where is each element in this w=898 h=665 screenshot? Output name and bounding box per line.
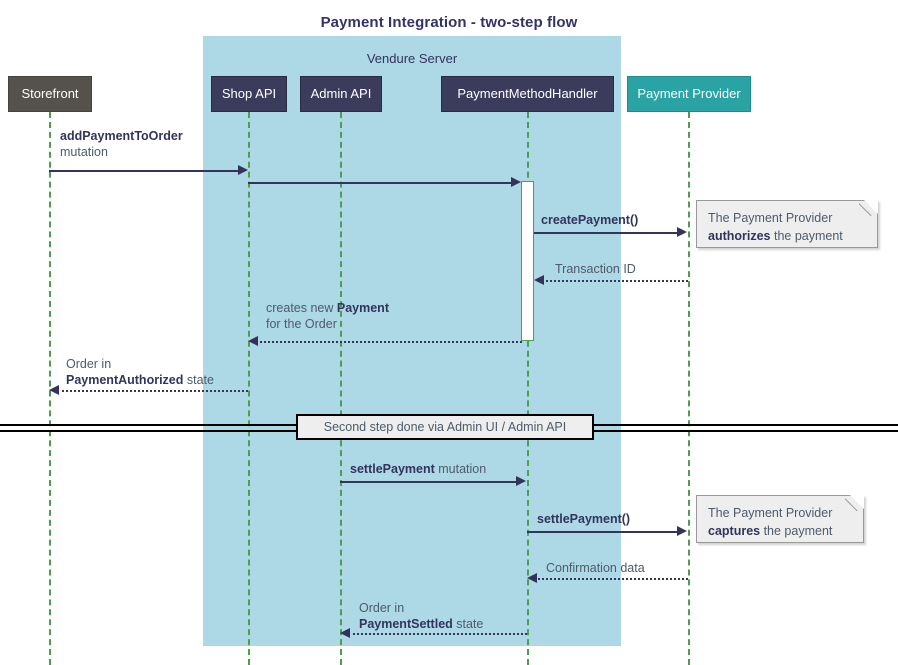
message-label-line2-bold: PaymentAuthorized [66, 373, 184, 387]
message-label-line1-plain: Order in [66, 357, 112, 371]
lifeline-payment-provider [688, 112, 690, 665]
arrow-head-left [248, 336, 258, 346]
arrow-head-right [677, 526, 687, 536]
note-line-2-plain: the payment [760, 524, 833, 538]
message-label-line1-plain: creates new [266, 301, 337, 315]
message-label-bold: settlePayment() [537, 512, 631, 526]
arrow-head-left [527, 573, 537, 583]
message-label-confirmation-data: Confirmation data [546, 560, 645, 576]
note-provider-captures: The Payment Provider captures the paymen… [696, 495, 864, 543]
arrow-head-right [511, 177, 521, 187]
note-provider-authorizes: The Payment Provider authorizes the paym… [696, 200, 878, 248]
message-label-bold: createPayment() [541, 213, 639, 227]
arrow-line [534, 232, 678, 234]
note-fold-edge [859, 200, 878, 219]
message-label-line1-bold: Payment [336, 301, 389, 315]
arrow-line [542, 280, 688, 282]
message-label-plain: Transaction ID [555, 262, 636, 276]
lifeline-payment-method-handler [527, 112, 529, 665]
participant-storefront[interactable]: Storefront [8, 76, 92, 112]
message-label-creates-payment: creates new Payment for the Order [266, 300, 389, 332]
note-line-2-bold: captures [708, 524, 761, 538]
message-label-payment-authorized: Order in PaymentAuthorized state [66, 356, 214, 388]
divider-label-box: Second step done via Admin UI / Admin AP… [296, 414, 594, 440]
arrow-line [57, 390, 248, 392]
message-label-line2-bold: PaymentSettled [359, 617, 453, 631]
group-label-vendure-server: Vendure Server [366, 51, 458, 66]
arrow-head-right [238, 165, 248, 175]
message-label-line2-plain: state [452, 617, 484, 631]
arrow-line [256, 341, 522, 343]
arrow-line [527, 531, 678, 533]
arrow-line [348, 633, 527, 635]
message-label-line2-plain: state [183, 373, 214, 387]
message-label-line1-plain: Order in [359, 601, 405, 615]
message-label-settle-payment-mutation: settlePayment mutation [350, 461, 486, 477]
message-label-bold: addPaymentToOrder [60, 129, 183, 143]
message-label-bold: settlePayment [350, 462, 435, 476]
lifeline-admin-api [340, 112, 342, 665]
arrow-head-left [534, 275, 544, 285]
note-line-1: The Payment Provider [708, 211, 833, 225]
arrow-line [248, 182, 512, 184]
message-label-plain: mutation [434, 462, 487, 476]
participant-admin-api[interactable]: Admin API [300, 76, 382, 112]
message-label-payment-settled: Order in PaymentSettled state [359, 600, 483, 632]
message-label-line2-plain: for the Order [266, 317, 337, 331]
participant-payment-method-handler[interactable]: PaymentMethodHandler [441, 76, 614, 112]
arrow-head-left [340, 628, 350, 638]
message-label-plain: Confirmation data [546, 561, 645, 575]
lifeline-shop-api [248, 112, 250, 665]
activation-bar-payment-method-handler [521, 181, 534, 341]
participant-shop-api[interactable]: Shop API [211, 76, 287, 112]
arrow-head-left [49, 385, 59, 395]
arrow-line [535, 578, 688, 580]
arrow-head-right [516, 476, 526, 486]
message-label-transaction-id: Transaction ID [555, 261, 636, 277]
arrow-line [49, 170, 239, 172]
participant-payment-provider[interactable]: Payment Provider [627, 76, 751, 112]
arrow-line [340, 481, 517, 483]
page-title: Payment Integration - two-step flow [320, 14, 578, 31]
note-line-2-plain: the payment [770, 229, 843, 243]
note-fold-edge [845, 495, 864, 514]
message-label-settle-payment-call: settlePayment() [537, 511, 630, 527]
note-line-2-bold: authorizes [708, 229, 771, 243]
message-label-plain: mutation [60, 145, 108, 159]
arrow-head-right [677, 227, 687, 237]
message-label-add-payment-to-order: addPaymentToOrder mutation [60, 128, 183, 160]
note-line-1: The Payment Provider [708, 506, 833, 520]
message-label-create-payment: createPayment() [541, 212, 638, 228]
